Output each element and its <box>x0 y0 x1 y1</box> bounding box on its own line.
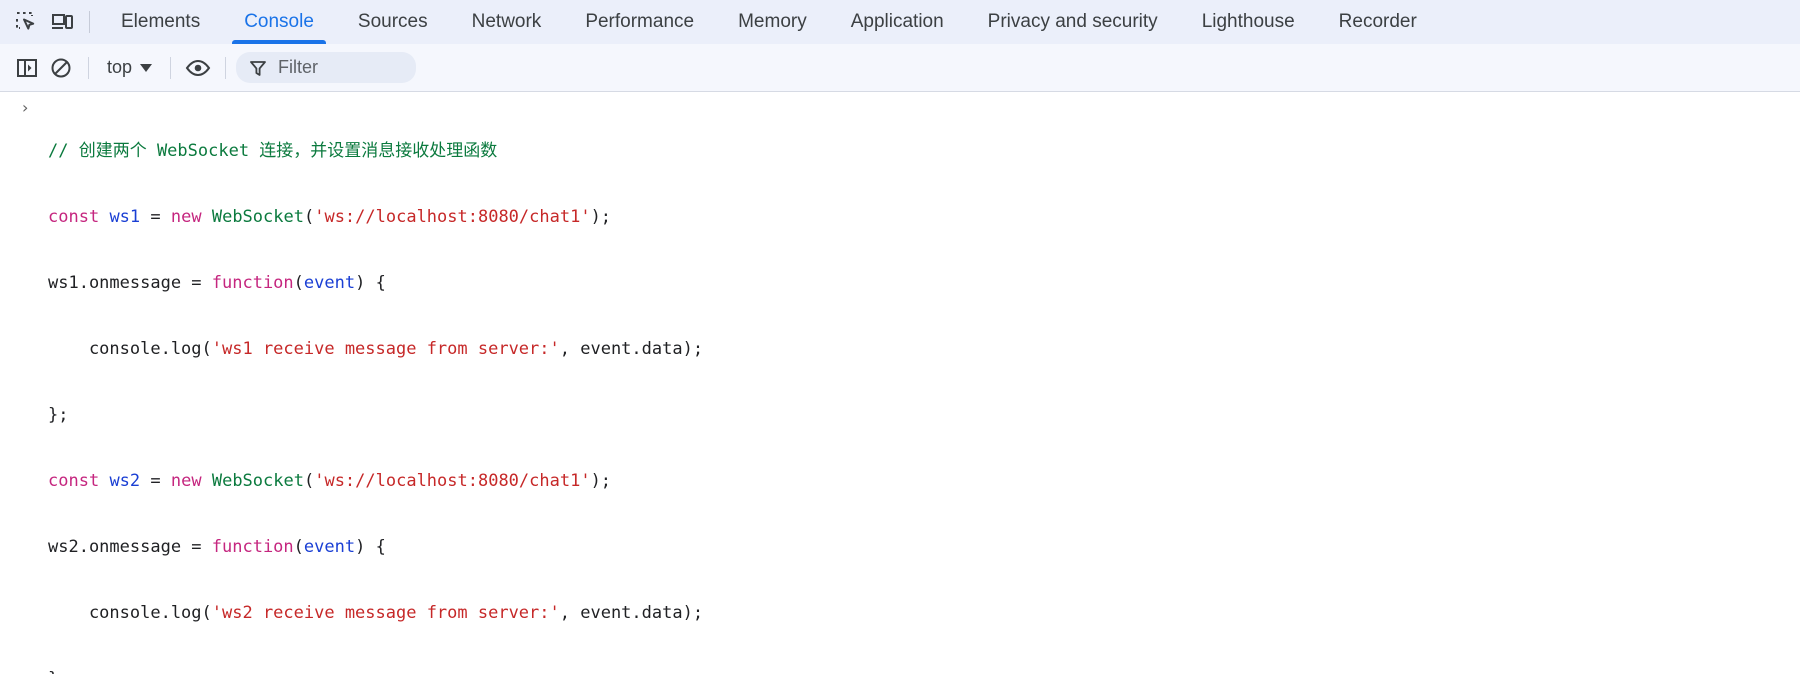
tab-recorder[interactable]: Recorder <box>1338 11 1417 32</box>
tab-elements[interactable]: Elements <box>121 11 201 32</box>
code-line: console.log('ws2 receive message from se… <box>48 603 704 623</box>
device-toolbar-glyph <box>52 14 73 29</box>
code-line: const ws1 = new WebSocket('ws://localhos… <box>48 207 612 227</box>
inspect-element-icon[interactable] <box>8 4 44 40</box>
code-line: const ws2 = new WebSocket('ws://localhos… <box>48 471 612 491</box>
eye-icon <box>185 59 211 76</box>
clear-console-icon <box>51 58 71 77</box>
sidebar-icon <box>17 58 37 77</box>
console-toolbar: top Filter <box>0 44 1800 92</box>
device-toolbar-icon[interactable] <box>44 4 80 40</box>
console-filter[interactable]: Filter <box>236 52 417 83</box>
code-line: }; <box>48 668 1800 674</box>
console-input-entry[interactable]: › // 创建两个 WebSocket 连接，并设置消息接收处理函数 const… <box>0 92 1800 674</box>
tab-network[interactable]: Network <box>471 11 542 32</box>
panel-tabs: Elements Console Sources Network Perform… <box>99 0 1439 44</box>
console-message-list[interactable]: › // 创建两个 WebSocket 连接，并设置消息接收处理函数 const… <box>0 92 1800 674</box>
tab-memory[interactable]: Memory <box>738 11 807 32</box>
code-line: }; <box>48 405 69 425</box>
console-sidebar-toggle-button[interactable] <box>10 51 44 85</box>
code-line: console.log('ws1 receive message from se… <box>48 339 704 359</box>
execution-context-value: top <box>107 57 133 77</box>
input-prompt-arrow-icon: › <box>22 98 29 117</box>
code-line: // 创建两个 WebSocket 连接，并设置消息接收处理函数 <box>48 141 498 161</box>
toolbar-divider-1 <box>88 56 89 79</box>
chevron-down-icon <box>140 63 153 72</box>
inspect-element-glyph <box>16 12 35 30</box>
tab-sources[interactable]: Sources <box>357 11 428 32</box>
tab-console[interactable]: Console <box>222 0 336 44</box>
clear-console-button[interactable] <box>44 51 78 85</box>
toolbar-divider-3 <box>225 56 227 79</box>
devtools-tabbar: Elements Console Sources Network Perform… <box>0 0 1800 44</box>
code-line: ws2.onmessage = function(event) { <box>48 537 386 557</box>
console-code-block: // 创建两个 WebSocket 连接，并设置消息接收处理函数 const w… <box>0 96 1800 674</box>
tab-lighthouse[interactable]: Lighthouse <box>1201 11 1295 32</box>
tab-performance[interactable]: Performance <box>585 11 695 32</box>
tab-privacy-and-security[interactable]: Privacy and security <box>987 11 1158 32</box>
filter-input[interactable]: Filter <box>278 57 319 77</box>
execution-context-selector[interactable]: top <box>99 54 160 81</box>
tab-application[interactable]: Application <box>850 11 944 32</box>
code-line: ws1.onmessage = function(event) { <box>48 273 386 293</box>
filter-funnel-icon <box>250 60 266 76</box>
tabbar-divider <box>89 11 90 33</box>
live-expression-button[interactable] <box>181 51 215 85</box>
toolbar-divider-2 <box>170 56 172 79</box>
